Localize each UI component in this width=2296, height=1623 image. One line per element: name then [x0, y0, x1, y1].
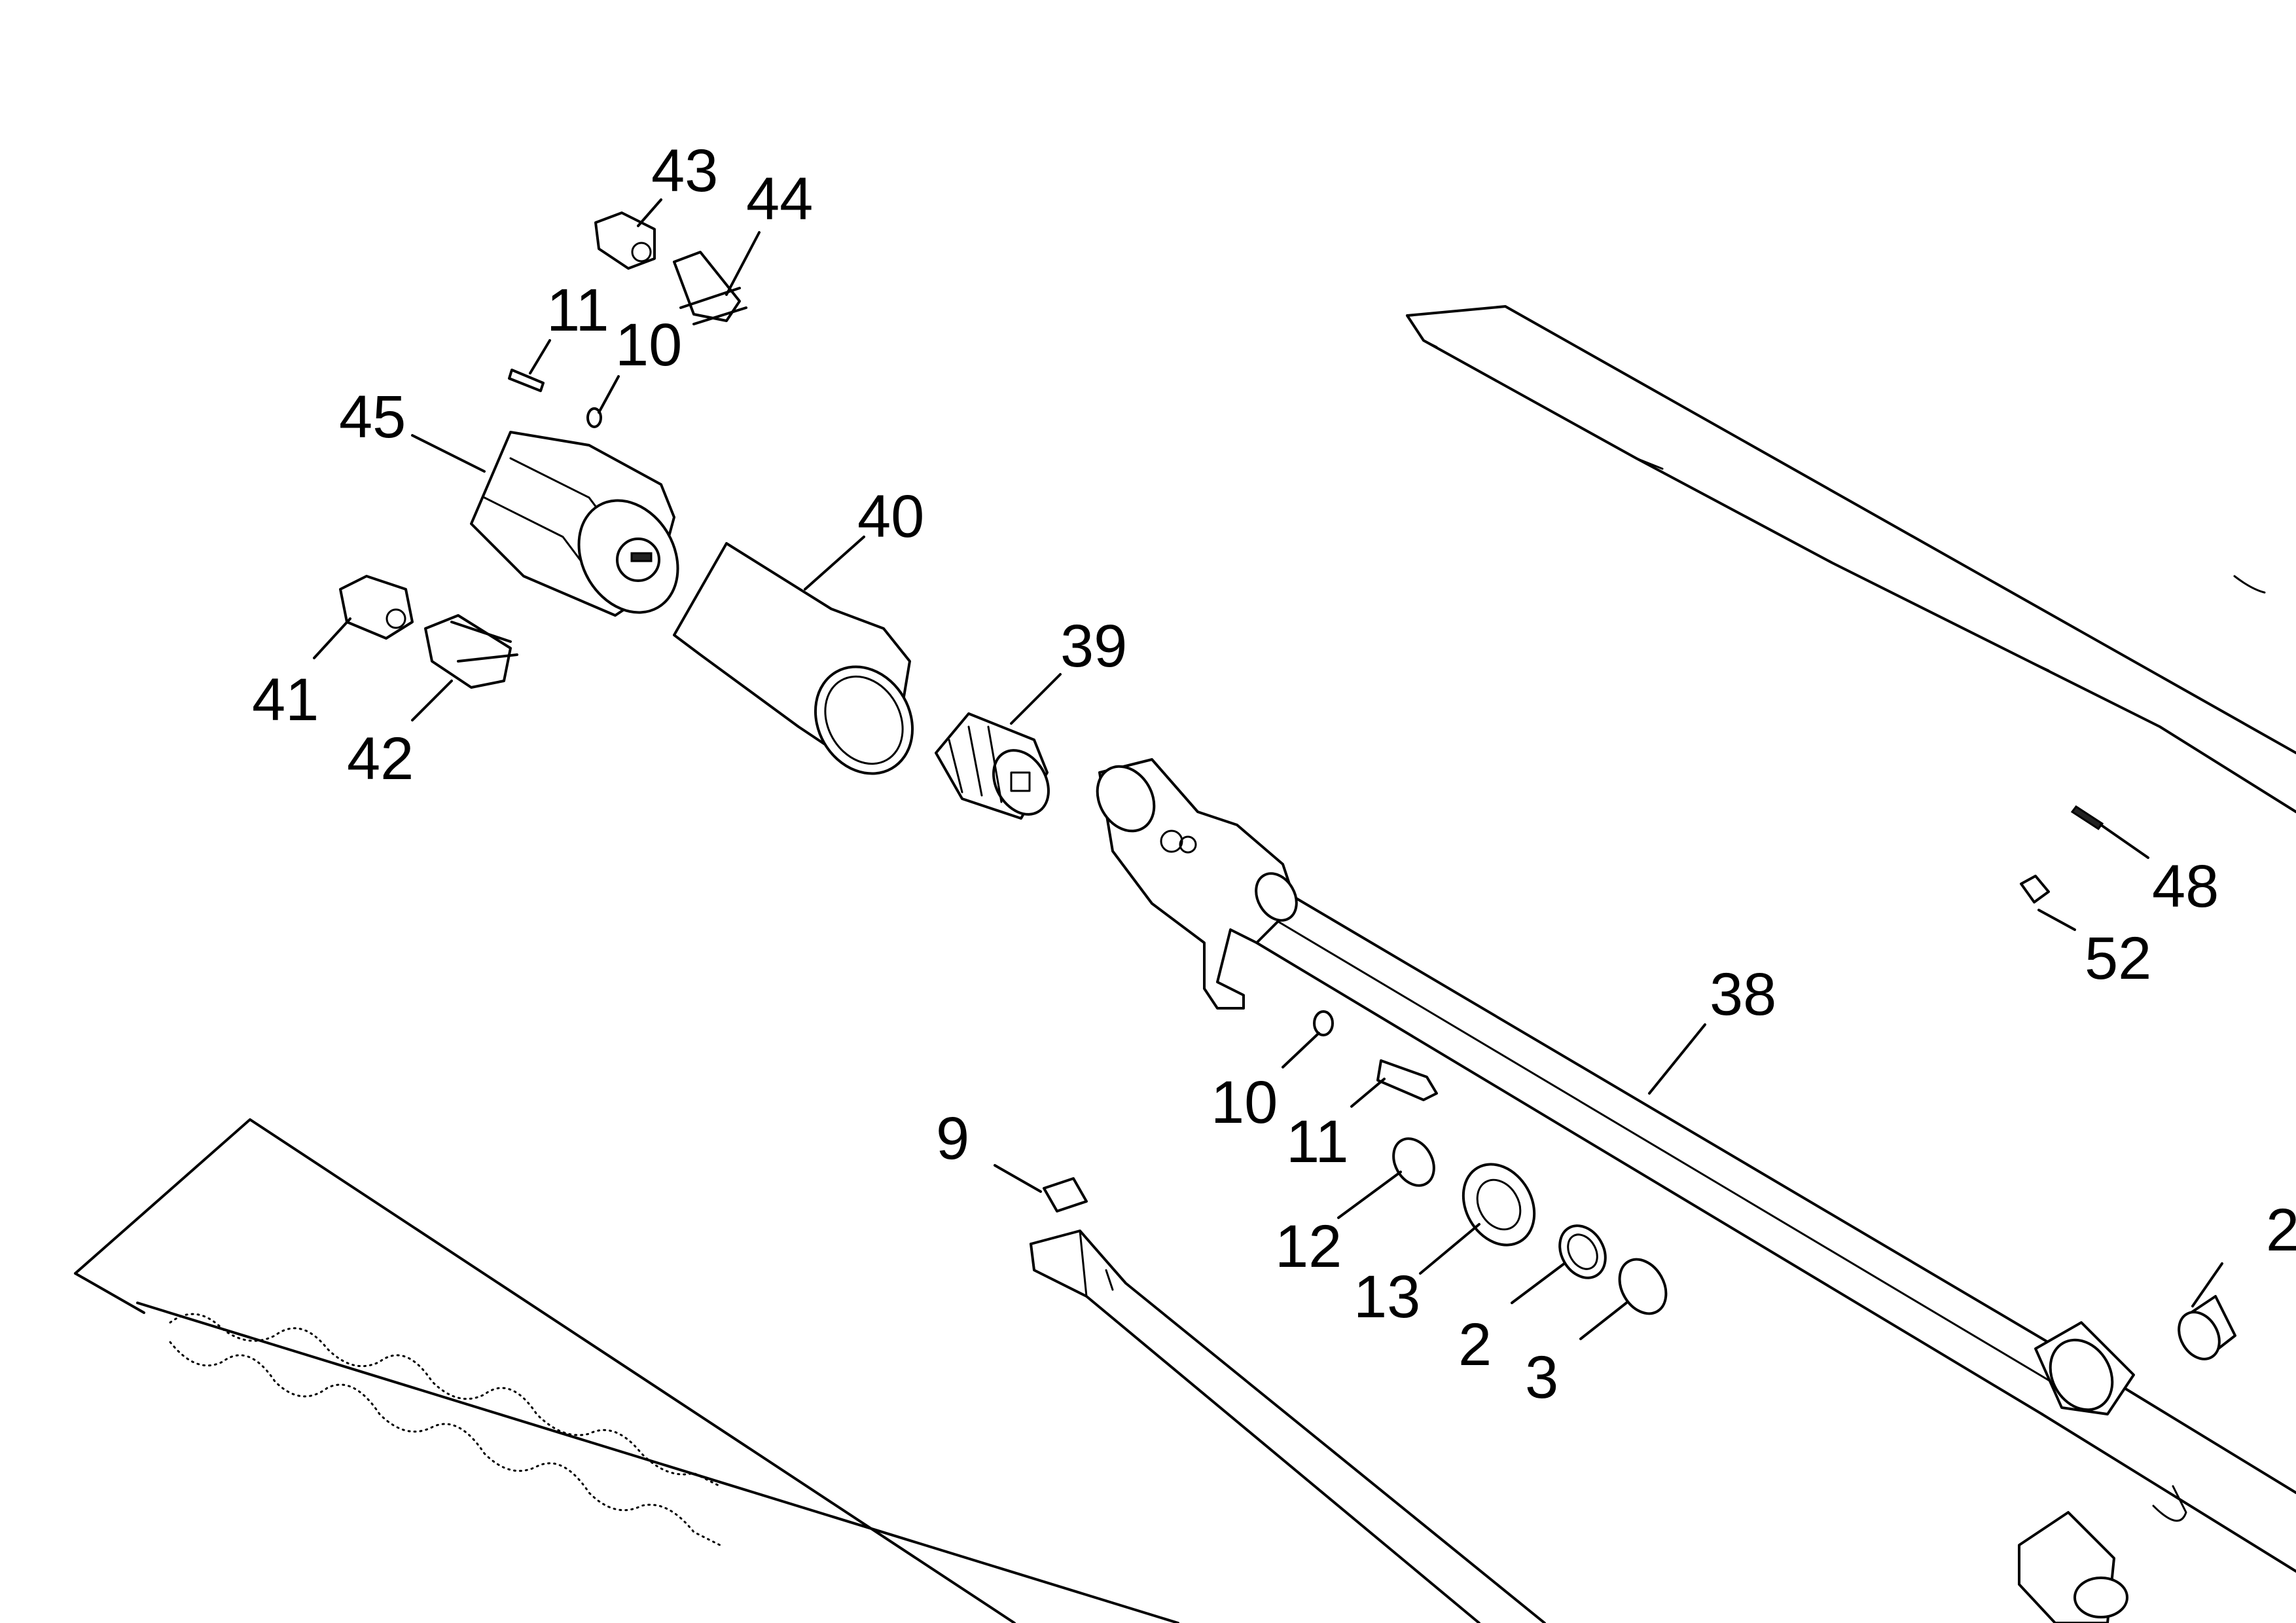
- fitting-41: [339, 575, 414, 640]
- washer-10-lower: [1313, 1010, 1334, 1036]
- leader-lines: [313, 198, 2223, 1340]
- callout-48: 48: [2152, 853, 2219, 920]
- washer-10-upper: [586, 407, 602, 428]
- callout-11-upper: 11: [547, 277, 609, 344]
- callout-39: 39: [1060, 613, 1127, 680]
- right-bushing: [2178, 1295, 2236, 1360]
- bolt-11-lower: [1376, 1059, 1438, 1101]
- callout-9: 9: [936, 1105, 969, 1172]
- fitting-42: [424, 614, 518, 689]
- spacer-2: [1558, 1224, 1607, 1279]
- adapter-housing: [673, 542, 914, 775]
- bolt-11-upper: [508, 369, 545, 392]
- callout-38: 38: [1710, 961, 1776, 1028]
- callout-45: 45: [339, 384, 406, 450]
- hydraulic-motor: [470, 431, 679, 617]
- callout-2-right: 2: [2266, 1197, 2296, 1264]
- callout-12: 12: [1275, 1213, 1342, 1280]
- key-9: [1043, 1177, 1088, 1213]
- callout-3: 3: [1525, 1344, 1558, 1411]
- fitting-44: [673, 251, 747, 325]
- callout-42: 42: [347, 725, 414, 792]
- bearing-13: [1462, 1163, 1536, 1247]
- callout-2: 2: [1458, 1311, 1492, 1378]
- lower-panel: [74, 1118, 1179, 1623]
- upper-cover-plate: [1406, 305, 2296, 813]
- drive-shaft: [1030, 1230, 1546, 1623]
- callout-13: 13: [1354, 1264, 1420, 1330]
- coupling: [935, 712, 1050, 820]
- callout-11-lower: 11: [1286, 1108, 1349, 1175]
- callout-10-upper: 10: [615, 312, 682, 378]
- o-ring-3: [1618, 1258, 1668, 1315]
- bottom-right-bracket: [2018, 1511, 2128, 1623]
- pin-48: [2070, 805, 2104, 831]
- callout-43: 43: [651, 137, 718, 204]
- nut-52: [2020, 875, 2050, 903]
- main-tube-arm: [1096, 758, 2296, 1573]
- callout-44: 44: [746, 166, 813, 232]
- fitting-43: [594, 211, 656, 270]
- snap-ring-12: [1392, 1137, 1435, 1187]
- callout-52: 52: [2085, 925, 2151, 992]
- callout-41: 41: [252, 666, 319, 733]
- callout-40: 40: [857, 483, 924, 550]
- callout-labels: 43 44 11 10 45 40 39 41 42 48 52 38 10 1…: [252, 137, 2296, 1411]
- callout-10-lower: 10: [1211, 1069, 1278, 1136]
